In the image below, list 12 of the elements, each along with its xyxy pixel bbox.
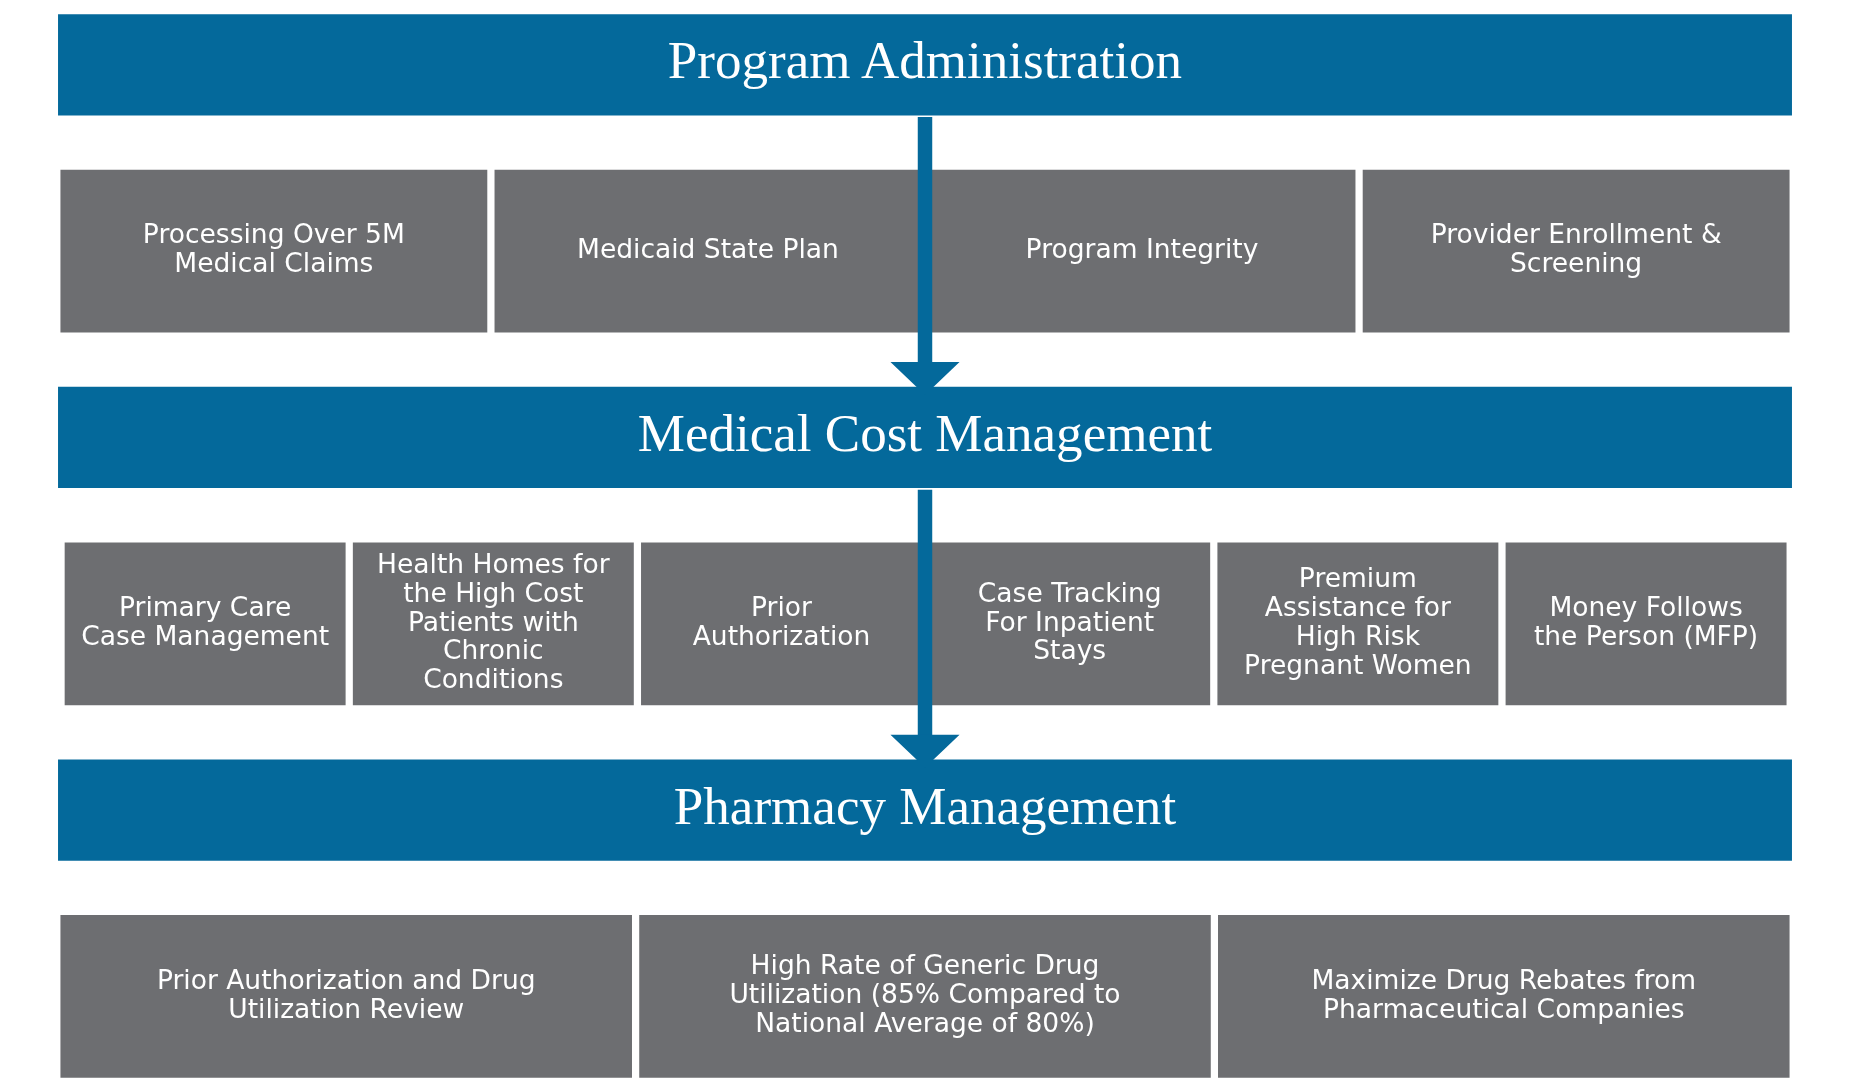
node-box: Prior Authorization and Drug Utilization Review bbox=[58, 912, 635, 1081]
node-box: Maximize Drug Rebates from Pharmaceutical Companies bbox=[1215, 912, 1792, 1081]
node-box: Provider Enrollment & Screening bbox=[1360, 167, 1792, 335]
node-box: Health Homes for the High Cost Patients with Chronic Conditions bbox=[350, 539, 637, 708]
node-box: Program Administration bbox=[55, 11, 1795, 118]
node-box: Premium Assistance for High Risk Pregnant Women bbox=[1215, 539, 1501, 708]
node-box: Medical Cost Management bbox=[55, 384, 1795, 491]
node-box: Money Follows the Person (MFP) bbox=[1503, 539, 1789, 708]
node-box: Pharmacy Management bbox=[55, 757, 1795, 864]
node-box: Primary Care Case Management bbox=[62, 539, 349, 708]
node-box: Processing Over 5M Medical Claims bbox=[58, 167, 490, 335]
node-box: High Rate of Generic Drug Utilization (85% Compared to National Average of 80%) bbox=[636, 912, 1214, 1081]
